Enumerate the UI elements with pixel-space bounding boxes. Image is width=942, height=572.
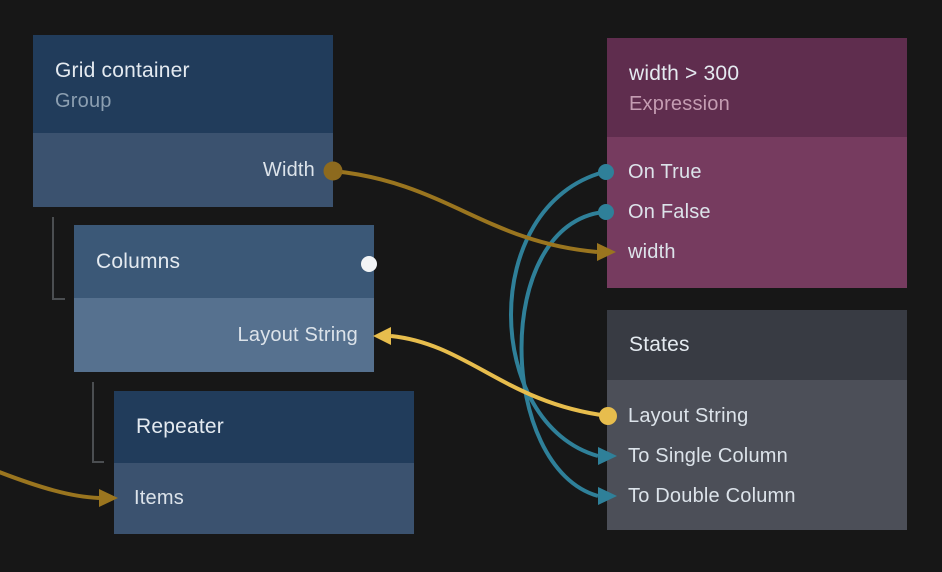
port-on-false-output[interactable]: On False	[607, 192, 907, 232]
port-to-single-column-input[interactable]: To Single Column	[607, 436, 907, 476]
port-label: To Single Column	[628, 444, 788, 467]
node-columns-header[interactable]: Columns	[74, 225, 374, 298]
port-to-double-column-input[interactable]: To Double Column	[607, 476, 907, 516]
port-label: Width	[262, 158, 315, 181]
port-layout-string-input[interactable]: Layout String	[74, 298, 374, 372]
node-states-body: Layout String To Single Column To Double…	[607, 380, 907, 530]
port-label: Layout String	[237, 323, 358, 346]
port-label: On True	[628, 160, 702, 183]
port-width-output[interactable]: Width	[33, 133, 333, 207]
node-title: Grid container	[55, 59, 190, 82]
node-states[interactable]: States Layout String To Single Column To…	[607, 310, 907, 530]
hierarchy-connector-grid-columns	[52, 217, 65, 300]
hierarchy-connector-columns-repeater	[92, 382, 104, 463]
wire-on-false-to-double-column[interactable]	[519, 210, 605, 498]
node-expression[interactable]: width > 300 Expression On True On False …	[607, 38, 907, 288]
wire-on-true-to-single-column[interactable]	[509, 170, 605, 458]
port-label: Items	[134, 487, 184, 509]
node-repeater[interactable]: Repeater Items	[114, 391, 414, 534]
port-width-input[interactable]: width	[607, 232, 907, 272]
node-title: width > 300	[629, 62, 740, 85]
node-repeater-body: Items	[114, 463, 414, 534]
arrow-layout-string-input-icon	[373, 327, 391, 345]
node-expression-header[interactable]: width > 300 Expression	[607, 38, 907, 137]
node-expression-body: On True On False width	[607, 137, 907, 288]
node-grid-container[interactable]: Grid container Group Width	[33, 35, 333, 207]
port-layout-string-output[interactable]: Layout String	[607, 396, 907, 436]
node-columns-body: Layout String	[74, 298, 374, 372]
node-subtitle: Group	[55, 90, 112, 112]
port-on-true-output[interactable]: On True	[607, 152, 907, 192]
node-title: States	[629, 333, 690, 356]
node-grid-container-header[interactable]: Grid container Group	[33, 35, 333, 133]
node-grid-container-body: Width	[33, 133, 333, 207]
node-title: Columns	[96, 249, 181, 273]
port-label: width	[628, 240, 676, 263]
node-columns[interactable]: Columns Layout String	[74, 225, 374, 372]
port-items-input[interactable]: Items	[114, 463, 414, 534]
port-label: Layout String	[628, 404, 749, 427]
port-label: To Double Column	[628, 484, 796, 507]
wire-to-items[interactable]	[0, 470, 100, 500]
node-subtitle: Expression	[629, 93, 730, 115]
port-label: On False	[628, 200, 711, 223]
node-repeater-header[interactable]: Repeater	[114, 391, 414, 463]
node-title: Repeater	[136, 415, 224, 438]
wire-layout-string-to-columns[interactable]	[390, 334, 609, 418]
node-states-header[interactable]: States	[607, 310, 907, 380]
